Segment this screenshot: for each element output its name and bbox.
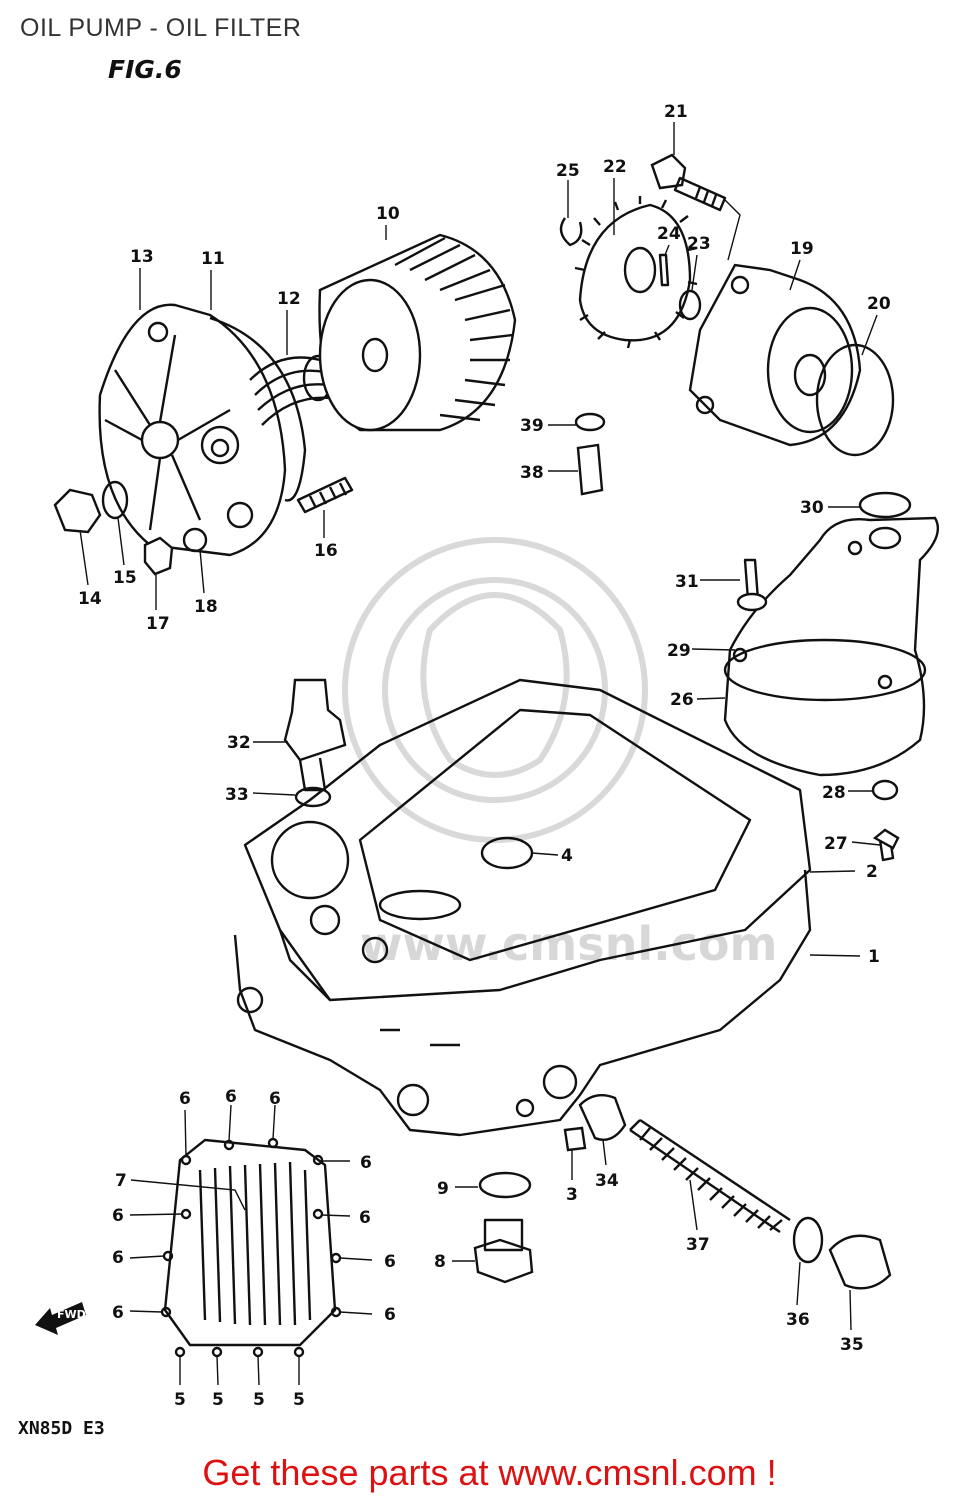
part-oil-pan-lower xyxy=(160,1137,342,1358)
figure-label: FIG.6 xyxy=(108,55,182,84)
callout-5-b: 5 xyxy=(212,1390,224,1410)
part-spring-37 xyxy=(629,1119,791,1233)
callout-6-g: 6 xyxy=(112,1248,124,1268)
part-pipe-38 xyxy=(576,443,604,496)
part-pin-24 xyxy=(658,253,670,287)
parts-link-text[interactable]: Get these parts at www.cmsnl.com ! xyxy=(202,1452,777,1493)
part-drain-plug-8 xyxy=(473,1218,534,1284)
part-plug-3 xyxy=(563,1126,587,1152)
callout-6-d: 6 xyxy=(360,1153,372,1173)
part-gasket-36 xyxy=(792,1216,824,1264)
part-oil-pan xyxy=(233,869,812,1137)
part-bolt-31 xyxy=(736,558,768,612)
callout-11: 11 xyxy=(201,249,225,269)
watermark-text: www.cmsnl.com xyxy=(360,917,777,971)
callout-2: 2 xyxy=(866,862,878,882)
part-pump-gasket xyxy=(815,343,895,457)
callout-37: 37 xyxy=(686,1235,710,1255)
callout-26: 26 xyxy=(670,690,694,710)
callout-32: 32 xyxy=(227,733,251,753)
part-oil-filter-cover xyxy=(98,303,287,557)
callout-8: 8 xyxy=(434,1252,446,1272)
part-drain-bolt-14 xyxy=(53,488,102,534)
callout-33: 33 xyxy=(225,785,249,805)
part-o-ring-11 xyxy=(209,316,307,502)
callout-18: 18 xyxy=(194,597,218,617)
callout-6-a: 6 xyxy=(179,1089,191,1109)
part-gasket-9 xyxy=(478,1171,532,1199)
callout-6-e: 6 xyxy=(112,1206,124,1226)
callout-6-b: 6 xyxy=(225,1087,237,1107)
part-gasket-33 xyxy=(294,786,332,808)
part-gasket-15 xyxy=(101,480,129,520)
part-oil-filter xyxy=(318,233,517,432)
callout-6-i: 6 xyxy=(112,1303,124,1323)
callout-38: 38 xyxy=(520,463,544,483)
model-code: XN85D E3 xyxy=(18,1418,105,1439)
part-plug-35 xyxy=(828,1234,892,1290)
forward-arrow-label: FWD xyxy=(57,1308,86,1321)
callout-39: 39 xyxy=(520,416,544,436)
part-circlip-25 xyxy=(559,217,583,247)
forward-direction-arrow: FWD xyxy=(35,1302,86,1335)
callout-6-h: 6 xyxy=(384,1252,396,1272)
callout-12: 12 xyxy=(277,289,301,309)
callout-5-c: 5 xyxy=(253,1390,265,1410)
callout-30: 30 xyxy=(800,498,824,518)
part-bolt-21 xyxy=(650,153,741,261)
part-gear-22 xyxy=(574,196,698,349)
callout-36: 36 xyxy=(786,1310,810,1330)
part-o-ring-30 xyxy=(858,491,912,519)
part-washer-28 xyxy=(871,779,899,801)
callout-6-f: 6 xyxy=(359,1208,371,1228)
callout-6-c: 6 xyxy=(269,1089,281,1109)
callout-29: 29 xyxy=(667,641,691,661)
callout-27: 27 xyxy=(824,834,848,854)
watermark-logo: www.cmsnl.com xyxy=(342,537,777,971)
callout-7: 7 xyxy=(115,1171,127,1191)
part-stud-bolt xyxy=(296,476,354,514)
callout-34: 34 xyxy=(595,1171,619,1191)
callout-5-a: 5 xyxy=(174,1390,186,1410)
part-valve-34 xyxy=(578,1094,627,1142)
callout-25: 25 xyxy=(556,161,580,181)
callout-19: 19 xyxy=(790,239,814,259)
callout-15: 15 xyxy=(113,568,137,588)
part-bolt-27 xyxy=(872,828,900,862)
part-washer-23 xyxy=(678,289,702,321)
callout-17: 17 xyxy=(146,614,170,634)
callout-22: 22 xyxy=(603,157,627,177)
callout-14: 14 xyxy=(78,589,102,609)
callout-31: 31 xyxy=(675,572,699,592)
callout-10: 10 xyxy=(376,204,400,224)
part-oil-pressure-switch xyxy=(283,678,347,792)
callout-21: 21 xyxy=(664,102,688,122)
callout-35: 35 xyxy=(840,1335,864,1355)
callout-23: 23 xyxy=(687,234,711,254)
callout-6-j: 6 xyxy=(384,1305,396,1325)
part-nut-17 xyxy=(143,536,174,576)
callout-1: 1 xyxy=(868,947,880,967)
part-oil-strainer xyxy=(723,516,940,777)
page-title: OIL PUMP - OIL FILTER xyxy=(20,14,302,42)
callout-24: 24 xyxy=(657,224,681,244)
callout-3: 3 xyxy=(566,1185,578,1205)
part-o-ring-39 xyxy=(574,412,606,432)
leader-lines xyxy=(79,122,881,1386)
callout-20: 20 xyxy=(867,294,891,314)
parts-link-banner[interactable]: Get these parts at www.cmsnl.com ! xyxy=(0,1452,979,1494)
callout-16: 16 xyxy=(314,541,338,561)
callout-labels: 1 2 3 4 5 5 5 5 6 6 6 6 6 6 6 6 6 6 7 8 … xyxy=(78,102,891,1410)
callout-13: 13 xyxy=(130,247,154,267)
callout-28: 28 xyxy=(822,783,846,803)
callout-5-d: 5 xyxy=(293,1390,305,1410)
callout-4: 4 xyxy=(561,846,573,866)
callout-9: 9 xyxy=(437,1179,449,1199)
